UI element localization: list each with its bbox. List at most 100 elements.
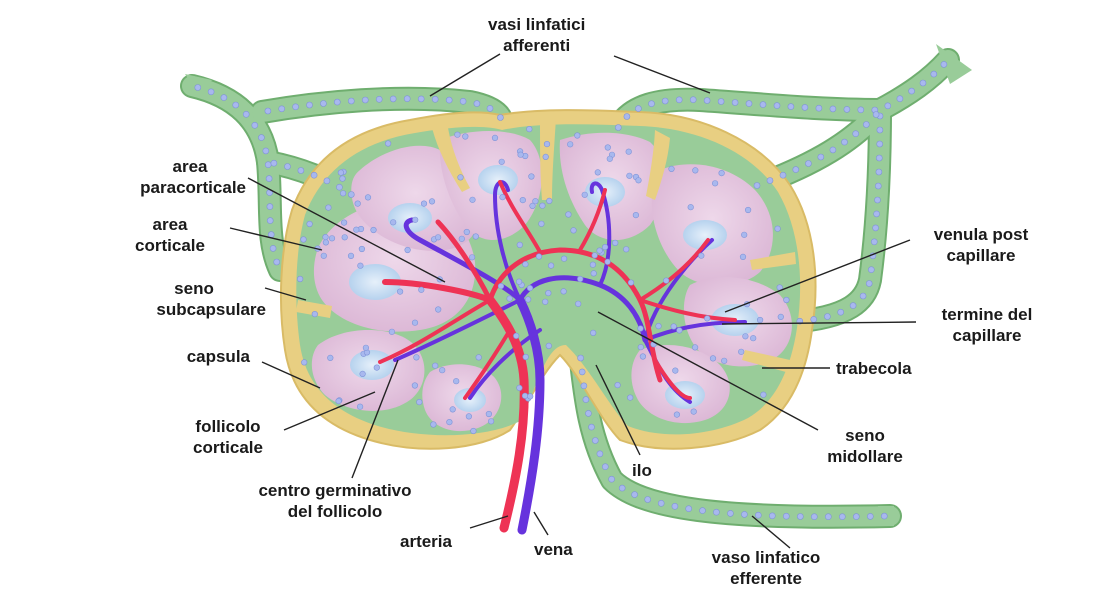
label-line: follicolo [195, 417, 261, 436]
lymphocyte-dot [880, 512, 888, 520]
lymphocyte-dot [353, 226, 360, 233]
lymphocyte-dot [220, 94, 228, 101]
lymphocyte-dot [486, 105, 494, 112]
lymphocyte-dot [565, 211, 572, 218]
lymphocyte-dot [517, 151, 524, 158]
label-line: area [172, 157, 208, 176]
lymphocyte-dot [824, 513, 832, 521]
lymphocyte-dot [445, 96, 453, 104]
lymphocyte-dot [703, 97, 711, 104]
lymphocyte-dot [432, 362, 439, 369]
lymphocyte-dot [347, 97, 355, 105]
lymphocyte-dot [713, 508, 720, 516]
label-line: vaso linfatico [711, 548, 821, 567]
lymphocyte-dot [670, 323, 677, 330]
lymphocyte-dot [194, 84, 202, 91]
label-capsula: capsula [130, 346, 250, 367]
lymphocyte-dot [469, 196, 476, 203]
lymphocyte-dot [418, 286, 425, 293]
label-line: vasi linfatici [488, 15, 586, 34]
label-vaso-linfatico-efferente: vaso linfatico efferente [676, 547, 856, 589]
leader-line [261, 361, 321, 389]
germinal-center [478, 165, 518, 195]
lymphocyte-dot [506, 295, 513, 302]
lymphocyte-dot [375, 96, 383, 103]
lymphocyte-dot [590, 270, 597, 277]
lymphocyte-dot [753, 182, 761, 189]
lymphocyte-dot [614, 124, 622, 131]
lymphocyte-dot [388, 328, 396, 335]
label-line: paracorticale [140, 178, 246, 197]
lymphocyte-dot [843, 106, 851, 113]
lymphocyte-dot [872, 224, 879, 232]
lymphocyte-dot [470, 427, 477, 435]
lymphocyte-dot [385, 140, 392, 147]
lymphocyte-dot [718, 170, 725, 177]
leader-line [613, 55, 711, 94]
lymphocyte-dot [538, 220, 545, 227]
lymphocyte-dot [516, 384, 523, 392]
lymphocyte-dot [754, 511, 762, 519]
lymphocyte-dot [930, 70, 938, 78]
label-venula-post-capillare: venula post capillare [906, 224, 1056, 266]
lymphocyte-dot [577, 354, 584, 362]
lymphocyte-dot [322, 239, 330, 246]
lymphocyte-dot [661, 97, 669, 105]
lymphocyte-dot [810, 513, 818, 521]
lymphocyte-dot [623, 113, 631, 120]
lymphocyte-dot [310, 171, 318, 179]
lymphocyte-dot [361, 96, 369, 104]
lymphocyte-dot [457, 174, 464, 181]
lymphocyte-dot [731, 99, 739, 106]
lymphocyte-dot [614, 382, 621, 389]
lymphocyte-dot [870, 238, 878, 246]
lymphocyte-dot [589, 261, 597, 268]
lymphocyte-dot [668, 165, 675, 172]
lymphocyte-dot [896, 95, 904, 102]
lymphocyte-dot [435, 234, 442, 241]
lymphocyte-dot [488, 418, 495, 425]
lymphocyte-dot [278, 105, 286, 113]
lymphocyte-dot [691, 344, 699, 351]
lymphocyte-dot [542, 298, 549, 305]
lymphocyte-dot [373, 364, 380, 371]
lymphocyte-dot [403, 95, 411, 102]
lymphocyte-dot [264, 107, 272, 115]
lymphocyte-dot [539, 202, 546, 209]
lymphocyte-dot [449, 406, 456, 413]
germinal-center [350, 350, 394, 380]
leader-line [721, 321, 917, 325]
lymphocyte-dot [591, 252, 598, 259]
lymphocyte-dot [738, 348, 745, 355]
lymphocyte-dot [626, 172, 633, 179]
lymphocyte-dot [582, 396, 590, 403]
lymphocyte-dot [417, 95, 425, 103]
leader-line [469, 515, 509, 529]
lymphocyte-dot [524, 296, 532, 303]
lymphocyte-dot [657, 499, 665, 507]
label-line: seno [845, 426, 885, 445]
lymphocyte-dot [499, 194, 506, 201]
lymphocyte-dot [335, 398, 342, 405]
lymphocyte-dot [606, 155, 613, 162]
lymphocyte-dot [596, 450, 604, 458]
lymphocyte-dot [475, 354, 482, 361]
lymphocyte-dot [532, 198, 539, 205]
lymphocyte-dot [498, 158, 505, 165]
lymphocyte-dot [637, 344, 644, 351]
lymphocyte-dot [320, 252, 327, 259]
lymphocyte-dot [768, 512, 776, 520]
label-line: del follicolo [287, 502, 383, 521]
lymphocyte-dot [829, 146, 837, 154]
lymphocyte-dot [491, 134, 499, 141]
lymphocyte-dot [397, 288, 404, 295]
lymphocyte-dot [787, 103, 795, 110]
lymphocyte-dot [473, 100, 481, 107]
lymphocyte-dot [872, 111, 880, 118]
lymphocyte-dot [590, 329, 597, 337]
leader-line [247, 177, 446, 283]
lymphocyte-dot [704, 315, 711, 322]
lymphocyte-dot [631, 491, 638, 498]
lymphocyte-dot [875, 168, 883, 176]
